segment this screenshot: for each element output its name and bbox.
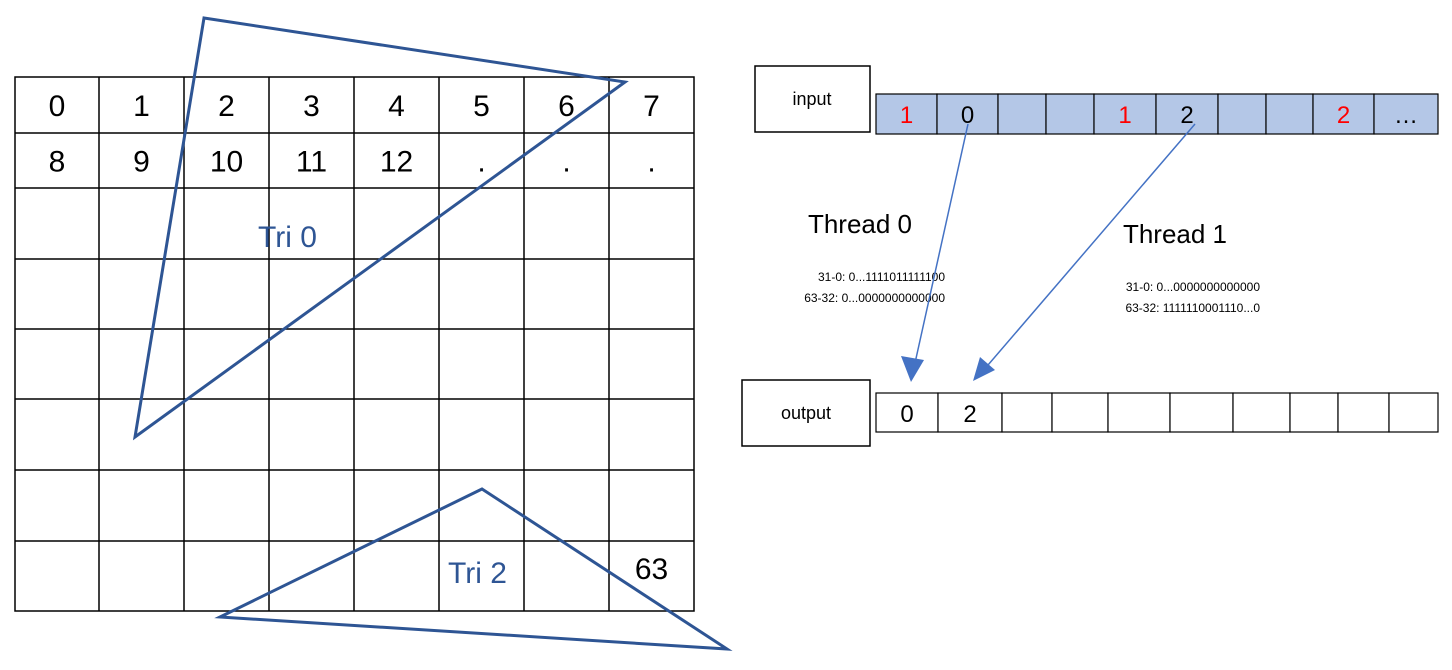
output-cell [1232, 392, 1291, 433]
grid-cell-number: 4 [388, 90, 405, 123]
input-cell-value: 0 [961, 102, 974, 129]
thread-0-bits-high: 63-32: 0...0000000000000 [804, 291, 945, 305]
input-cell [1265, 93, 1314, 135]
thread-0-bits-low: 31-0: 0...1111011111100 [818, 270, 945, 284]
output-cell [1001, 392, 1053, 433]
triangle-2-label: Tri 2 [448, 557, 507, 590]
thread-1-bits-low: 31-0: 0...0000000000000 [1126, 280, 1260, 294]
output-cell [1337, 392, 1390, 433]
thread-0-arrowhead [901, 356, 924, 382]
output-cell [1051, 392, 1109, 433]
input-cell-value: 2 [1337, 102, 1350, 129]
triangle-0 [132, 16, 629, 441]
thread-1-title: Thread 1 [1123, 219, 1227, 249]
input-cell [1373, 93, 1439, 135]
input-cell-value: 1 [900, 102, 913, 129]
grid-cell-number: 3 [303, 90, 320, 123]
input-cell [875, 93, 938, 135]
thread-0-title: Thread 0 [808, 209, 912, 239]
grid-cell-number: 7 [643, 90, 660, 123]
input-cell [997, 93, 1047, 135]
grid-cell-number: 6 [558, 90, 575, 123]
thread-1-bits-high: 63-32: 1111110001110...0 [1125, 301, 1260, 315]
grid-cell-number: 12 [380, 146, 413, 179]
input-cell-value: … [1394, 102, 1418, 129]
input-label: input [792, 89, 831, 109]
thread-1-arrowhead [973, 357, 995, 381]
input-label-box [754, 65, 871, 133]
input-cell [1045, 93, 1095, 135]
grid-cell-number-last: 63 [635, 553, 668, 586]
grid-cell-number: 10 [210, 146, 243, 179]
input-cell [1217, 93, 1267, 135]
output-cell [1289, 392, 1339, 433]
output-cell-value: 0 [900, 401, 913, 428]
input-cell-value: 1 [1118, 102, 1131, 129]
triangle-0-label: Tri 0 [258, 221, 317, 254]
output-cell [1107, 392, 1171, 433]
output-cell-value: 2 [963, 401, 976, 428]
grid-cell-number: 9 [133, 146, 150, 179]
output-label-box [741, 379, 871, 447]
tile-grid [14, 76, 695, 612]
triangle-2 [214, 487, 733, 651]
grid-cell-number: 0 [49, 90, 66, 123]
grid-cell-number: 1 [133, 90, 150, 123]
grid-cell-number: 11 [296, 146, 327, 179]
thread-0-arrow [912, 123, 969, 373]
output-label: output [781, 403, 831, 423]
grid-cell-number: . [562, 146, 570, 179]
grid-cell-number: . [647, 146, 655, 179]
grid-cell-number: 2 [218, 90, 235, 123]
grid-cell-number: 5 [473, 90, 490, 123]
thread-1-arrow [981, 123, 1196, 373]
input-array: 1 0 1 2 2 … [875, 93, 1439, 135]
grid-cell-number: 8 [49, 146, 66, 179]
output-cell [1388, 392, 1439, 433]
grid-cell-number: . [477, 146, 485, 179]
input-cell-value: 2 [1180, 102, 1193, 129]
output-cell [1169, 392, 1234, 433]
